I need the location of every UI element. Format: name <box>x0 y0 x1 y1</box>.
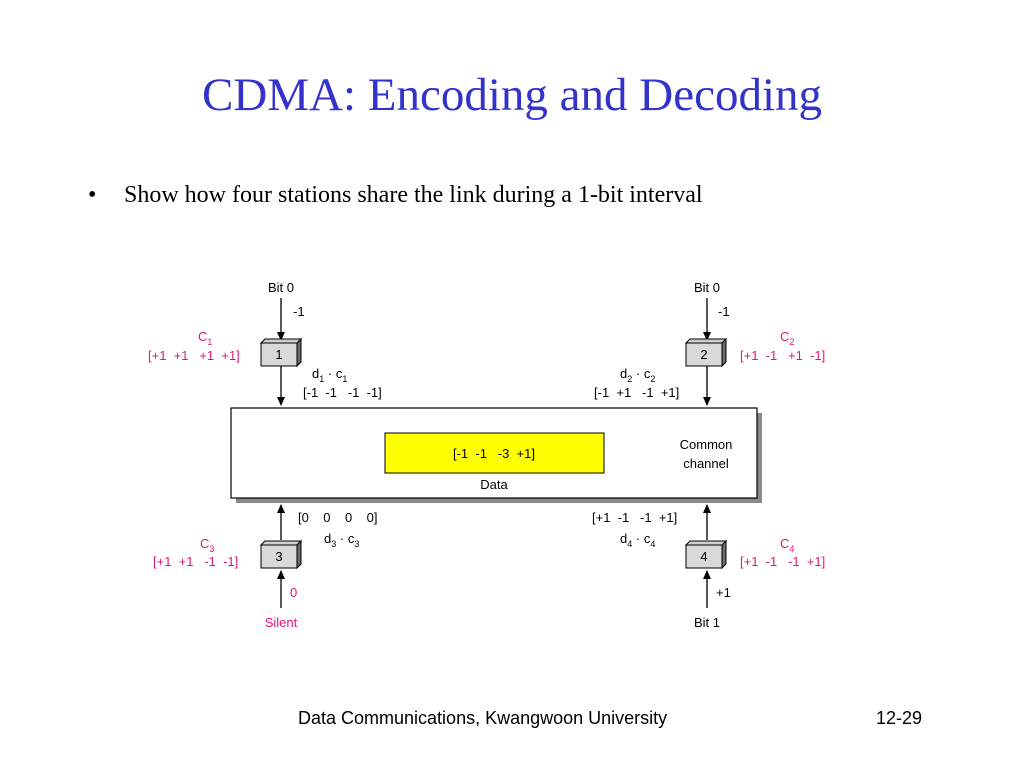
bullet-text: Show how four stations share the link du… <box>124 182 703 208</box>
page-number: 12-29 <box>876 708 923 728</box>
slide-title: CDMA: Encoding and Decoding <box>201 69 823 121</box>
station-4-product-label: d4 · c4 <box>620 531 655 549</box>
station-3-product-label: d3 · c3 <box>324 531 359 549</box>
station-4-number: 4 <box>700 549 707 564</box>
station-1-bit-label: Bit 0 <box>268 280 294 295</box>
bullet-symbol: • <box>88 182 97 208</box>
station-4-code: [+1 -1 -1 +1] <box>740 554 825 569</box>
station-2-product-value: [-1 +1 -1 +1] <box>594 385 679 400</box>
data-box <box>384 432 605 474</box>
station-3-product-value: [0 0 0 0] <box>298 510 378 525</box>
station-1: Bit 0 -1 1 C1 [+1 +1 +1 +1] d1 · c1 [-1 … <box>148 280 382 406</box>
station-3-box: 3 <box>259 539 303 570</box>
station-1-product-label: d1 · c1 <box>312 366 347 384</box>
station-4-code-name: C4 <box>780 536 794 554</box>
station-3-data-value: 0 <box>290 585 297 600</box>
channel-data-value: [-1 -1 -3 +1] <box>453 446 535 461</box>
bullet-item: • Show how four stations share the link d… <box>88 182 703 209</box>
station-3-bit-label: Silent <box>265 615 298 630</box>
channel-label-line2: channel <box>683 456 729 471</box>
station-4-bit-label: Bit 1 <box>694 615 720 630</box>
channel-label-line1: Common <box>680 437 733 452</box>
station-1-code-name: C1 <box>198 329 212 347</box>
station-4-product-value: [+1 -1 -1 +1] <box>592 510 677 525</box>
station-1-code: [+1 +1 +1 +1] <box>148 348 240 363</box>
station-1-product-value: [-1 -1 -1 -1] <box>303 385 382 400</box>
station-3-code-name: C3 <box>200 536 214 554</box>
station-4: [+1 -1 -1 +1] d4 · c4 4 C4 [+1 -1 -1 +1]… <box>592 504 825 630</box>
station-3-number: 3 <box>275 549 282 564</box>
station-3: [0 0 0 0] d3 · c3 3 C3 [+1 +1 -1 -1] 0 S… <box>153 504 378 630</box>
station-2-bit-label: Bit 0 <box>694 280 720 295</box>
common-channel: [-1 -1 -3 +1] Data Common channel <box>230 407 762 503</box>
station-2-code: [+1 -1 +1 -1] <box>740 348 825 363</box>
station-2-number: 2 <box>700 347 707 362</box>
station-4-data-value: +1 <box>716 585 731 600</box>
footer-source: Data Communications, Kwangwoon Universit… <box>298 708 668 728</box>
station-2-data-value: -1 <box>718 304 730 319</box>
station-2-product-label: d2 · c2 <box>620 366 655 384</box>
station-2-box: 2 <box>684 337 728 368</box>
station-1-data-value: -1 <box>293 304 305 319</box>
station-2-code-name: C2 <box>780 329 794 347</box>
station-1-number: 1 <box>275 347 282 362</box>
channel-data-label: Data <box>480 477 508 492</box>
station-3-code: [+1 +1 -1 -1] <box>153 554 238 569</box>
station-2: Bit 0 -1 2 C2 [+1 -1 +1 -1] d2 · c2 [-1 … <box>594 280 825 406</box>
station-4-box: 4 <box>684 539 728 570</box>
station-1-box: 1 <box>259 337 303 368</box>
